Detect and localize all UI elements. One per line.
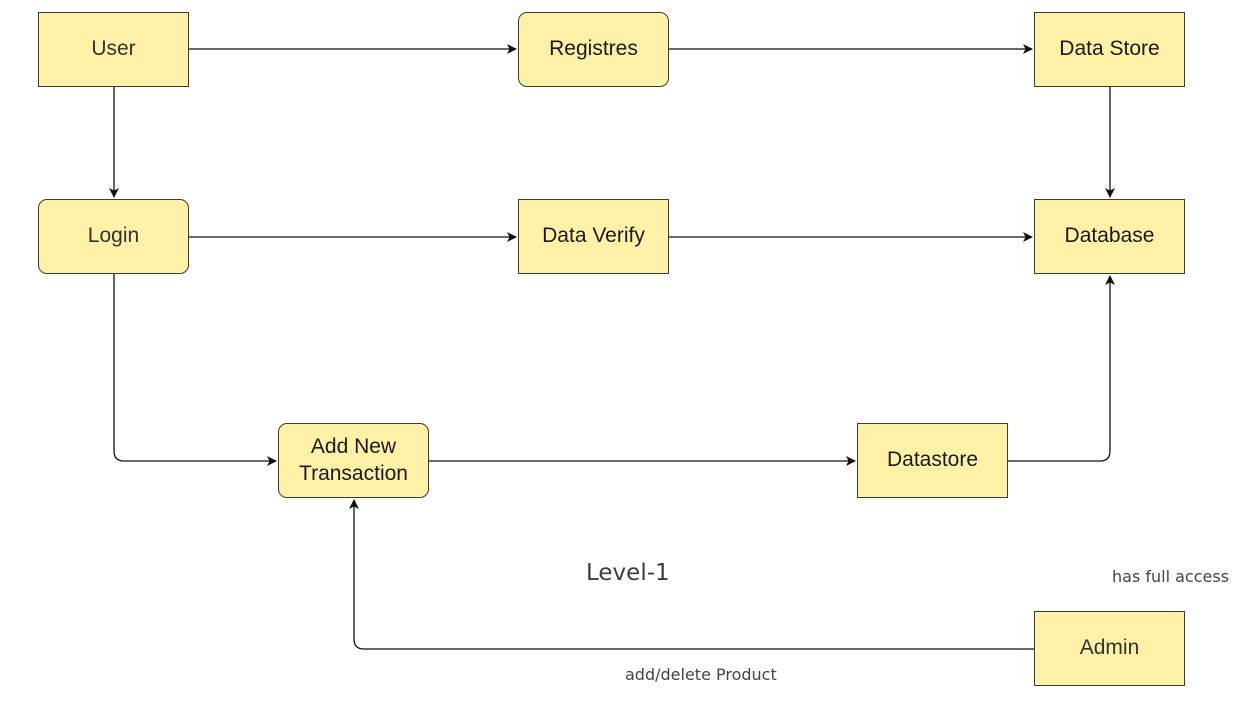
node-data-store-label: Data Store — [1059, 37, 1160, 61]
edge-datastore2-database — [1008, 275, 1115, 462]
node-login: Login — [38, 199, 189, 274]
node-registres-label: Registres — [549, 37, 638, 61]
node-add-new-transaction-label-line2: Transaction — [299, 461, 408, 485]
node-admin: Admin — [1034, 611, 1185, 686]
node-database-label: Database — [1064, 224, 1155, 248]
edge-admin-addtransaction — [349, 499, 1034, 650]
node-data-verify-label: Data Verify — [542, 224, 645, 248]
node-login-label: Login — [87, 224, 140, 248]
node-user: User — [38, 12, 189, 87]
edge-label-has-full-access: has full access — [1112, 567, 1230, 586]
node-data-verify: Data Verify — [518, 199, 669, 274]
node-add-new-transaction-label-line1: Add New — [310, 435, 397, 459]
node-data-store: Data Store — [1034, 12, 1185, 87]
node-admin-label: Admin — [1079, 636, 1140, 660]
edge-label-add-delete-product: add/delete Product — [625, 665, 777, 684]
node-registres: Registres — [518, 12, 669, 87]
diagram-title: Level-1 — [586, 560, 670, 586]
edge-login-addtransaction — [113, 274, 277, 466]
node-database: Database — [1034, 199, 1185, 274]
node-add-new-transaction: Add New Transaction — [278, 423, 429, 498]
node-user-label: User — [91, 37, 136, 61]
node-datastore: Datastore — [857, 423, 1008, 498]
node-datastore-label: Datastore — [886, 448, 979, 472]
